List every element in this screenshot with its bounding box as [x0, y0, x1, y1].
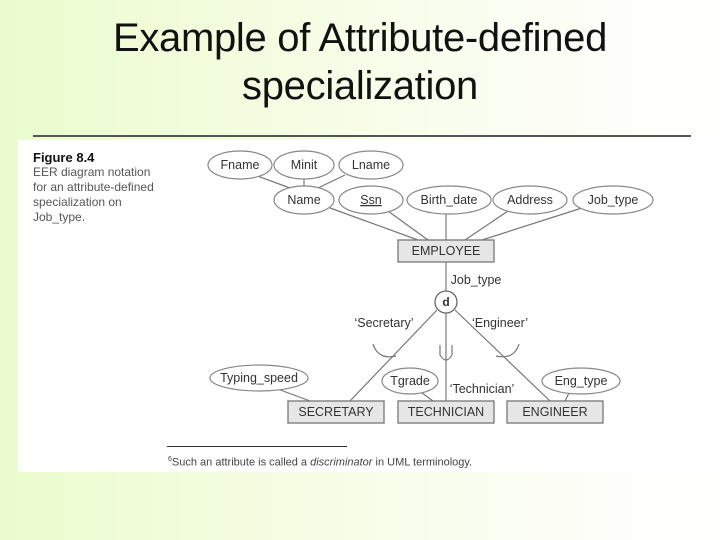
entity-label: ENGINEER	[522, 405, 587, 419]
attribute-lname	[338, 150, 404, 180]
label: Tgrade	[390, 374, 430, 388]
caption-line: specialization on	[33, 195, 122, 209]
branch-label: ‘Secretary’	[354, 316, 413, 330]
label: Name	[287, 193, 320, 207]
caption-line: Job_type.	[33, 210, 86, 224]
subset-icon	[495, 343, 520, 358]
entity-boxes	[287, 239, 604, 424]
label: Minit	[291, 158, 318, 172]
attribute-name	[273, 185, 335, 215]
label: Eng_type	[555, 374, 608, 388]
constraint-label: d	[442, 295, 449, 309]
entity-technician	[397, 400, 495, 424]
attribute-eng-type	[541, 367, 621, 395]
subset-symbols	[372, 343, 520, 361]
attribute-address	[492, 185, 568, 215]
branch-label: ‘Engineer’	[472, 316, 528, 330]
label: Address	[507, 193, 553, 207]
entity-secretary	[287, 400, 385, 424]
attribute-typing-speed	[209, 364, 309, 392]
attribute-ssn	[338, 185, 404, 215]
disjoint-circle	[434, 290, 458, 314]
title-divider	[33, 135, 691, 137]
subset-icon	[439, 345, 453, 361]
entity-label: TECHNICIAN	[408, 405, 484, 419]
label: Fname	[221, 158, 260, 172]
label: Typing_speed	[220, 371, 298, 385]
figure-caption: Figure 8.4 EER diagram notation for an a…	[33, 150, 193, 225]
entity-label: SECRETARY	[298, 405, 374, 419]
attribute-fname	[207, 150, 273, 180]
footnote-text: Such an attribute is called a	[171, 456, 311, 469]
slide-title-line-1: Example of Attribute-defined	[112, 16, 608, 60]
slide-title-line-2: specialization	[242, 64, 478, 108]
figure-number: Figure 8.4	[33, 150, 95, 165]
branch-label: ‘Technician’	[450, 382, 515, 396]
entity-employee	[397, 239, 495, 263]
subset-icon	[372, 343, 397, 358]
connector-lines	[251, 173, 586, 402]
key-label: Ssn	[360, 193, 382, 207]
label: Birth_date	[421, 193, 478, 207]
attribute-job-type	[572, 185, 654, 215]
footnote-emphasis: discriminator	[310, 456, 373, 469]
attribute-minit	[273, 150, 335, 180]
defining-attribute-label: Job_type	[451, 273, 502, 287]
entity-label: EMPLOYEE	[412, 244, 481, 258]
footnote-text-end: in UML terminology.	[372, 456, 473, 469]
footnote-divider	[167, 446, 347, 447]
entity-engineer	[506, 400, 604, 424]
caption-line: EER diagram notation	[33, 165, 151, 179]
label: Job_type	[588, 193, 639, 207]
attribute-birth-date	[406, 185, 492, 215]
footnote-marker: 6	[168, 456, 172, 463]
footnote: 6Such an attribute is called a discrimin…	[168, 456, 472, 469]
attribute-ellipses	[207, 150, 654, 395]
slide-title: Example of Attribute-defined specializat…	[0, 14, 720, 110]
diagram-labels: Fname Minit Lname Name Ssn Birth_date Ad…	[220, 158, 638, 419]
caption-line: for an attribute-defined	[33, 180, 154, 194]
attribute-tgrade	[381, 367, 439, 395]
label: Lname	[352, 158, 390, 172]
